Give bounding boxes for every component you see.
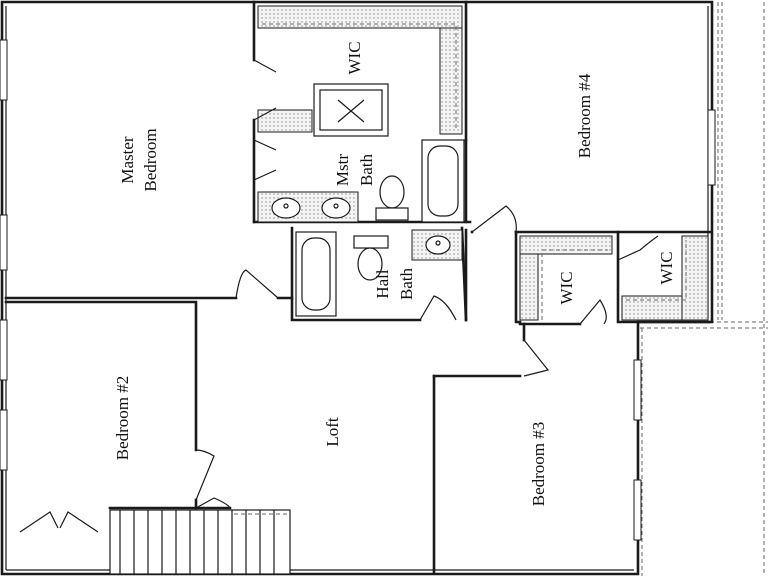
label-master-bedroom-1: Master bbox=[118, 136, 137, 184]
label-mstr-bath-1: Mstr bbox=[333, 154, 352, 186]
stairs bbox=[109, 509, 291, 575]
master-wic-shelving bbox=[257, 5, 463, 135]
label-mstr-bath-2: Bath bbox=[357, 153, 376, 186]
shower bbox=[313, 83, 389, 137]
wic-shelving bbox=[519, 235, 709, 321]
label-bedroom-3: Bedroom #3 bbox=[529, 422, 548, 507]
label-hall-bath-2: Bath bbox=[397, 267, 416, 300]
label-bedroom-4: Bedroom #4 bbox=[575, 73, 594, 158]
label-hall-bath-1: Hall bbox=[373, 269, 392, 299]
label-wic-right: WIC bbox=[657, 251, 676, 284]
label-wic-master: WIC bbox=[345, 41, 364, 74]
doors bbox=[19, 59, 659, 533]
label-bedroom-2: Bedroom #2 bbox=[113, 376, 132, 461]
label-wic-left: WIC bbox=[557, 271, 576, 304]
hall-bath-fixtures bbox=[295, 229, 463, 317]
label-loft: Loft bbox=[323, 417, 342, 447]
master-bath-fixtures bbox=[257, 139, 465, 223]
interior-walls bbox=[4, 0, 712, 574]
label-master-bedroom-2: Bedroom bbox=[141, 128, 160, 191]
windows bbox=[0, 39, 716, 541]
